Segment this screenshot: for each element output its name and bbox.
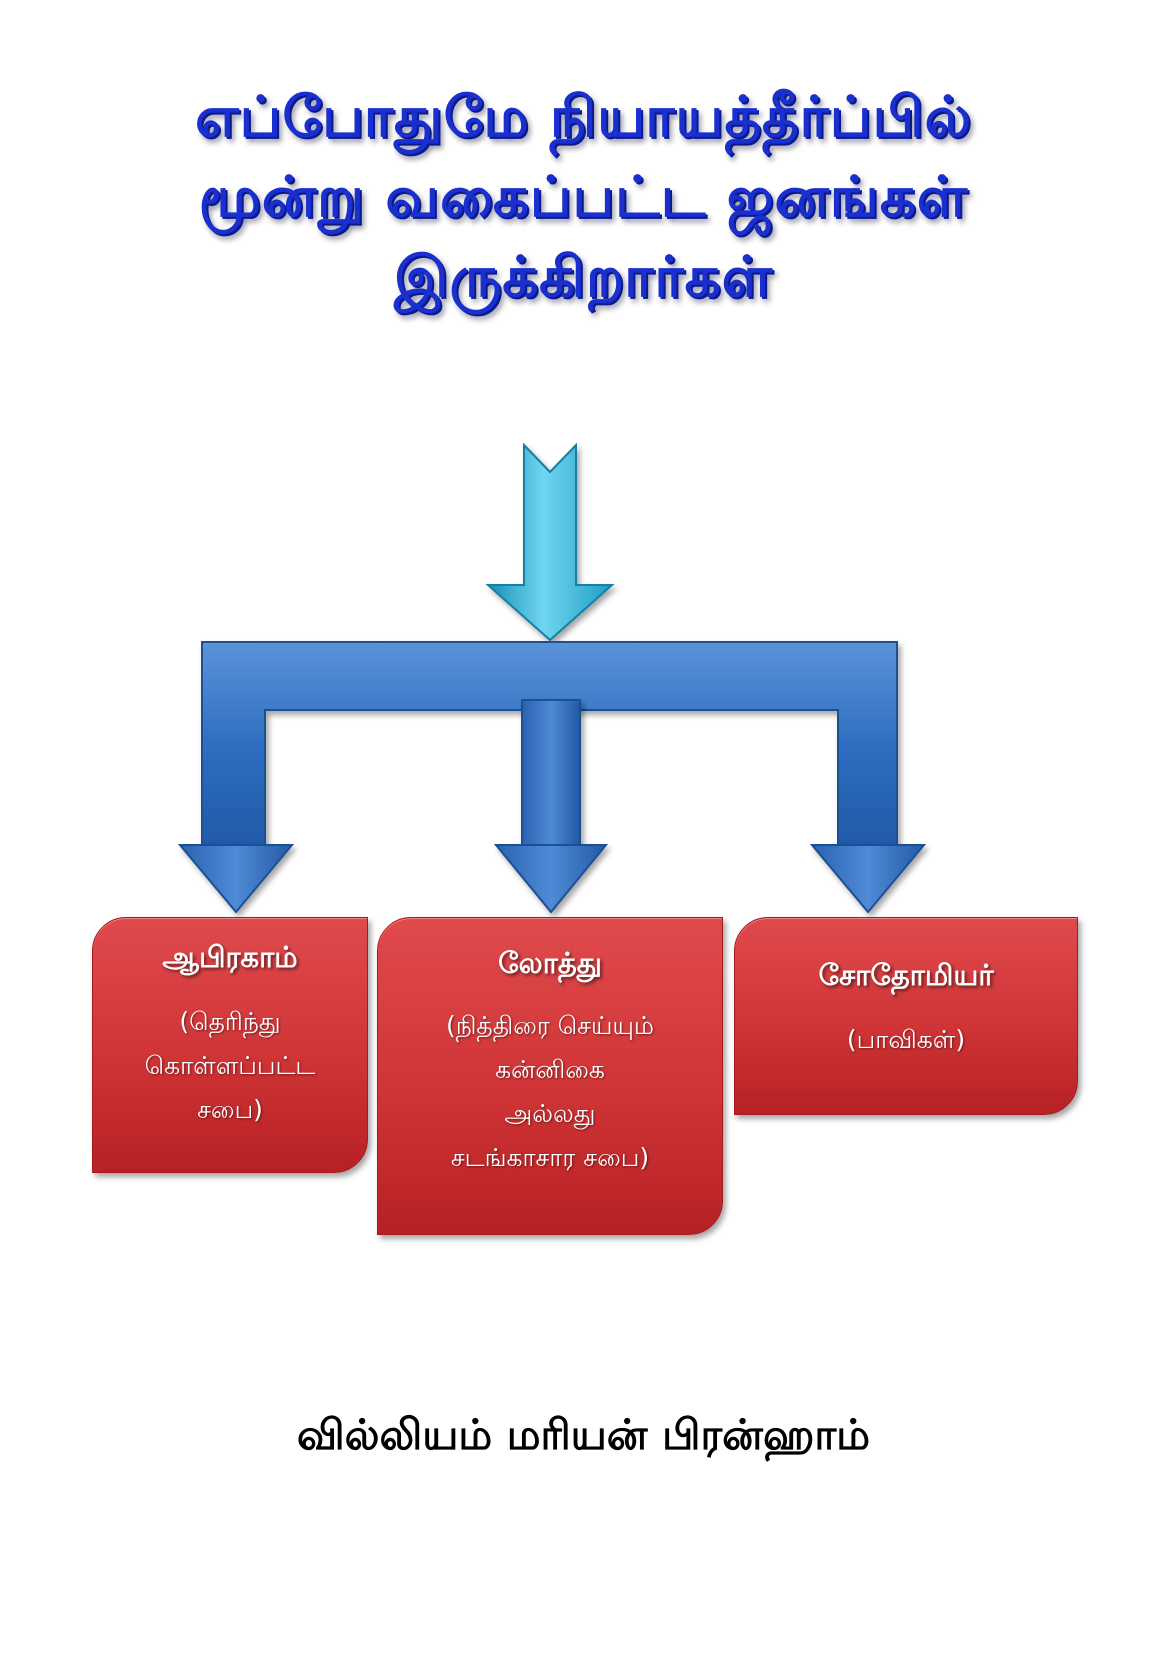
title-line-3: இருக்கிறார்கள் <box>393 245 774 310</box>
down-arrow-icon <box>493 844 609 914</box>
down-arrow-icon <box>485 442 615 642</box>
group-name: ஆபிரகாம் <box>162 940 298 974</box>
group-desc-line: (நித்திரை செய்யும் <box>445 1011 655 1040</box>
group-desc-line: (பாவிகள்) <box>846 1025 966 1054</box>
group-desc-line: சபை) <box>197 1095 263 1124</box>
title-line-1: எப்போதுமே நியாயத்தீர்ப்பில் <box>194 85 973 150</box>
down-arrow-icon <box>809 844 927 914</box>
group-desc-line: அல்லது <box>504 1099 596 1128</box>
down-arrow-icon <box>177 844 295 914</box>
group-name: லோத்து <box>498 946 602 980</box>
center-branch <box>521 699 581 846</box>
group-box-lot: லோத்து (நித்திரை செய்யும் கன்னிகை அல்லது… <box>377 917 723 1235</box>
group-desc-line: கன்னிகை <box>495 1055 605 1084</box>
page-title: எப்போதுமே நியாயத்தீர்ப்பில் மூன்று வகைப்… <box>40 78 1127 318</box>
group-desc-line: (தெரிந்து <box>179 1007 281 1036</box>
author-name: வில்லியம் மரியன் பிரன்ஹாம் <box>296 1410 871 1459</box>
title-line-2: மூன்று வகைப்பட்ட ஜனங்கள் <box>198 165 969 230</box>
group-box-abraham: ஆபிரகாம் (தெரிந்து கொள்ளப்பட்ட சபை) <box>92 917 368 1173</box>
group-name: சோதோமியர் <box>818 958 994 992</box>
group-desc-line: கொள்ளப்பட்ட <box>144 1051 316 1080</box>
group-desc-line: சடங்காசார சபை) <box>450 1143 650 1172</box>
group-box-sodomites: சோதோமியர் (பாவிகள்) <box>734 917 1078 1115</box>
